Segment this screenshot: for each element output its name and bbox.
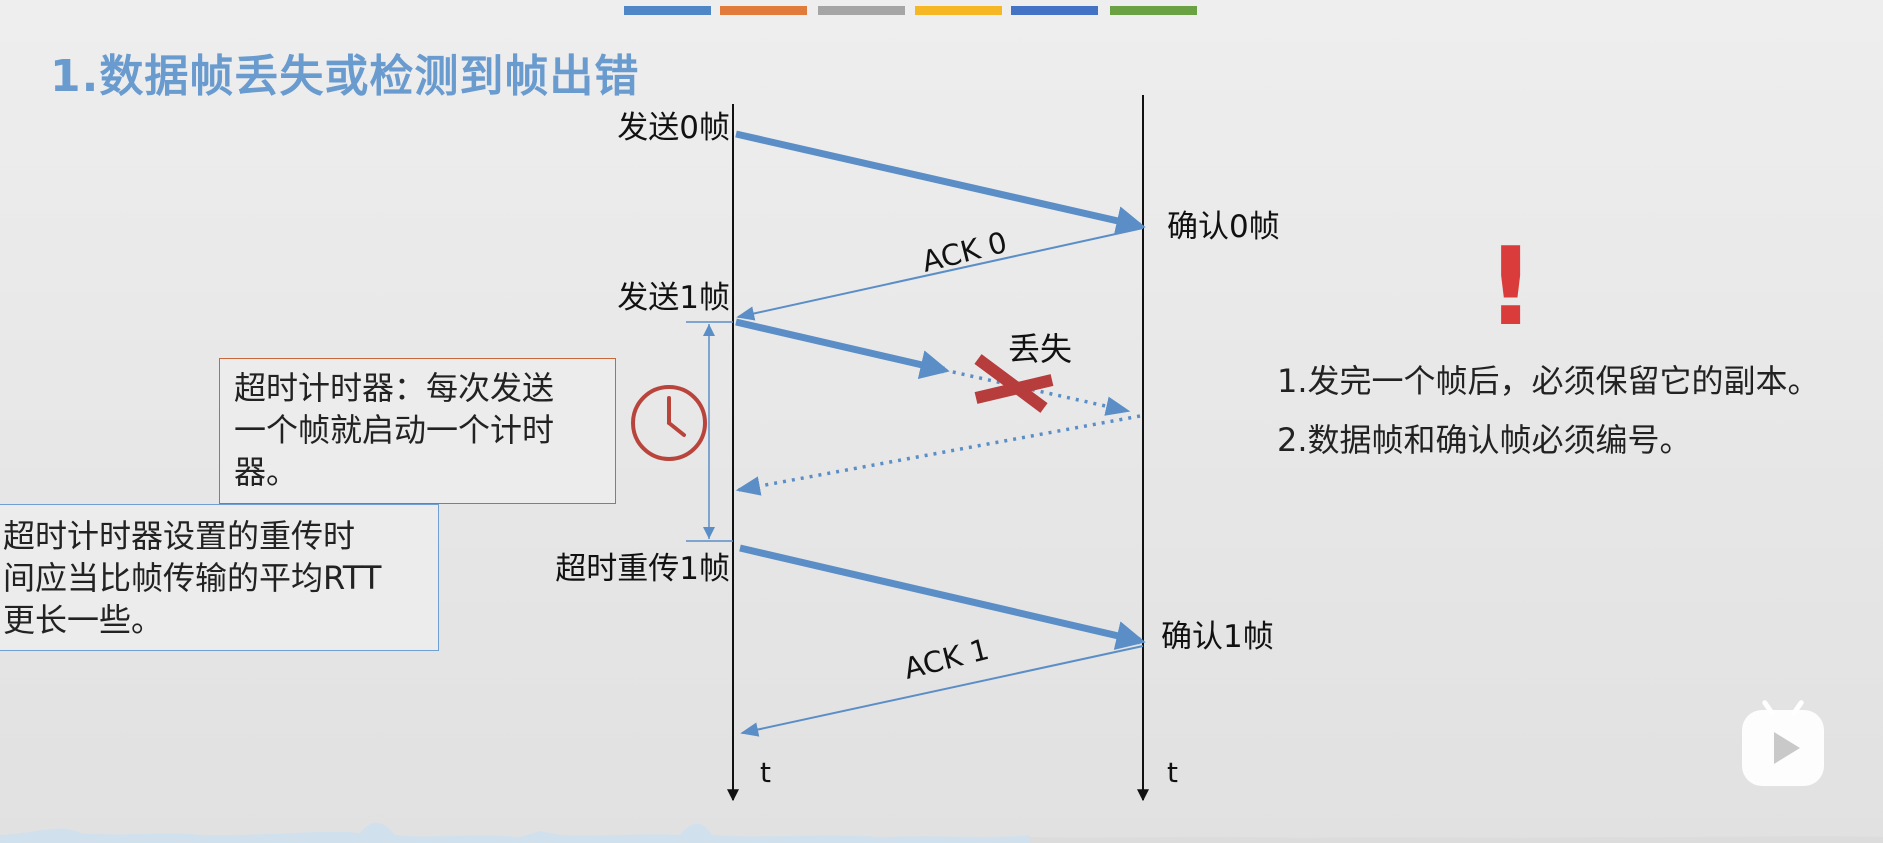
color-bar-yellow — [915, 6, 1002, 15]
video-play-button[interactable] — [1742, 710, 1824, 786]
timeout-interval-marker — [686, 321, 733, 542]
rules-list: 1.发完一个帧后，必须保留它的副本。 2.数据帧和确认帧必须编号。 — [1277, 361, 1820, 479]
confirm-frame-1-label: 确认1帧 — [1161, 619, 1274, 655]
loss-label: 丢失 — [1008, 330, 1072, 368]
rule-item: 1.发完一个帧后，必须保留它的副本。 — [1277, 362, 1820, 400]
ack-1-label: ACK 1 — [900, 632, 992, 686]
send-frame-1-label: 发送1帧 — [617, 280, 730, 316]
rtt-note-line: 间应当比帧传输的平均RTT — [3, 559, 382, 597]
rule-item: 2.数据帧和确认帧必须编号。 — [1277, 421, 1692, 459]
ack-0-arrow — [736, 227, 1144, 321]
play-icon — [1774, 732, 1800, 764]
sender-t-label: t — [760, 756, 771, 789]
timeout-return-dotted — [735, 414, 1141, 496]
timer-note-box: 超时计时器：每次发送 一个帧就启动一个计时 器。 — [219, 358, 616, 504]
timer-note-line: 超时计时器：每次发送 — [234, 369, 555, 407]
rtt-note-box: 超时计时器设置的重传时 间应当比帧传输的平均RTT 更长一些。 — [0, 504, 439, 651]
timer-note-line: 器。 — [234, 453, 299, 491]
rtt-note-line: 超时计时器设置的重传时 — [3, 517, 356, 555]
ack-0-label: ACK 0 — [918, 225, 1010, 279]
confirm-frame-0-label: 确认0帧 — [1167, 209, 1280, 245]
color-bar-blue — [624, 6, 711, 15]
ack-1-arrow — [740, 645, 1144, 737]
audio-waveform — [0, 822, 1883, 843]
clock-icon — [631, 385, 707, 461]
data-frame-0-arrow — [735, 130, 1146, 236]
send-frame-0-label: 发送0帧 — [617, 110, 730, 146]
slide-title: 1.数据帧丢失或检测到帧出错 — [50, 51, 640, 102]
cross-icon — [974, 354, 1054, 413]
retransmit-frame-1-label: 超时重传1帧 — [555, 551, 730, 587]
exclamation-icon: ! — [1486, 225, 1536, 350]
color-bar-orange — [720, 6, 807, 15]
receiver-t-label: t — [1167, 756, 1178, 789]
timer-note-line: 一个帧就启动一个计时 — [234, 411, 555, 449]
rtt-note-line: 更长一些。 — [3, 601, 164, 639]
color-bar-darkblue — [1011, 6, 1098, 15]
color-bar-green — [1110, 6, 1197, 15]
retransmit-frame-1-arrow — [739, 544, 1146, 650]
color-bar-gray — [818, 6, 905, 15]
data-frame-1-arrow — [735, 318, 950, 380]
